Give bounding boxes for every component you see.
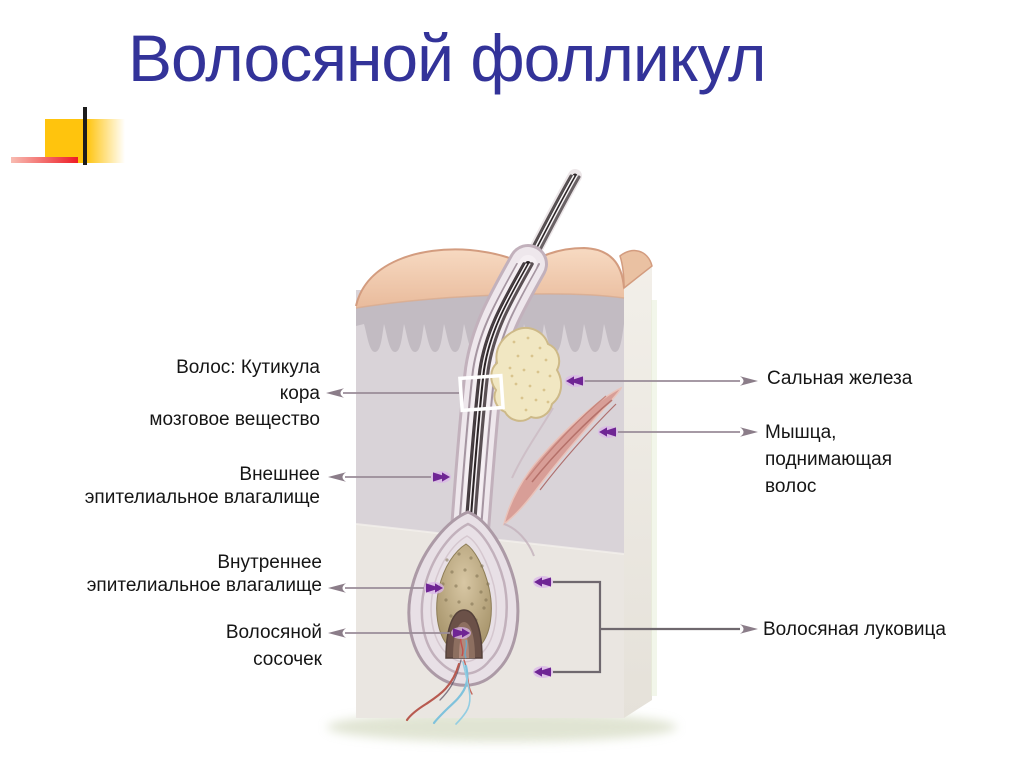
block-shadow [327,712,677,742]
label-sebaceous-gland: Сальная железа [767,368,913,389]
hair-cross-section-box [458,373,505,413]
pointer-arrow-icon-outer-sheath [431,471,451,483]
pointer-arrow-icon-gland [565,375,585,387]
muscle-striations [525,395,617,491]
label-arrector-muscle: Мышца, поднимающая волос [765,422,892,497]
label-arrow-icon [740,427,758,437]
label-arrow-icon [328,472,346,482]
decor-red-bar [11,157,78,163]
arrector-pili-muscle [502,386,623,557]
pointer-arrow-icon-bulb-top [533,576,553,588]
label-arrow-icon [328,628,346,638]
label-outer-epithelial-sheath: Внешнее эпителиальное влагалище [84,464,320,508]
capillaries [405,659,473,725]
label-hair-papilla: Волосяной сосочек [225,622,322,670]
label-arrow-icon [328,583,346,593]
label-arrow-icon [326,388,344,398]
bulb-bracket [553,580,740,674]
side-edge-glow [651,300,657,696]
skin-block-side-face [624,266,652,718]
gland-speckles [508,336,552,412]
pointer-arrow-icon-bulb-bottom [533,666,553,678]
label-hair-bulb: Волосяная луковица [763,619,946,640]
label-inner-epithelial-sheath: Внутреннее эпителиальное влагалище [86,552,322,596]
label-arrow-icon [740,624,758,634]
label-arrow-icon [740,376,758,386]
pointer-arrow-icon-papilla [451,627,471,639]
leader-lines [343,380,740,634]
sheath-streamer-lower [503,523,535,557]
skin-surface-side [619,249,653,290]
slide-title: Волосяной фолликул [128,21,766,95]
skin-surface-epidermis-cap [356,248,624,308]
sebaceous-gland [490,326,563,422]
decor-black-line [83,107,87,165]
label-hair-layers: Волос: Кутикула кора мозговое вещество [149,357,320,430]
pointer-arrow-icon-muscle [598,426,618,438]
sheath-streamer [511,407,554,479]
pointer-arrow-icon-inner-sheath [424,582,444,594]
